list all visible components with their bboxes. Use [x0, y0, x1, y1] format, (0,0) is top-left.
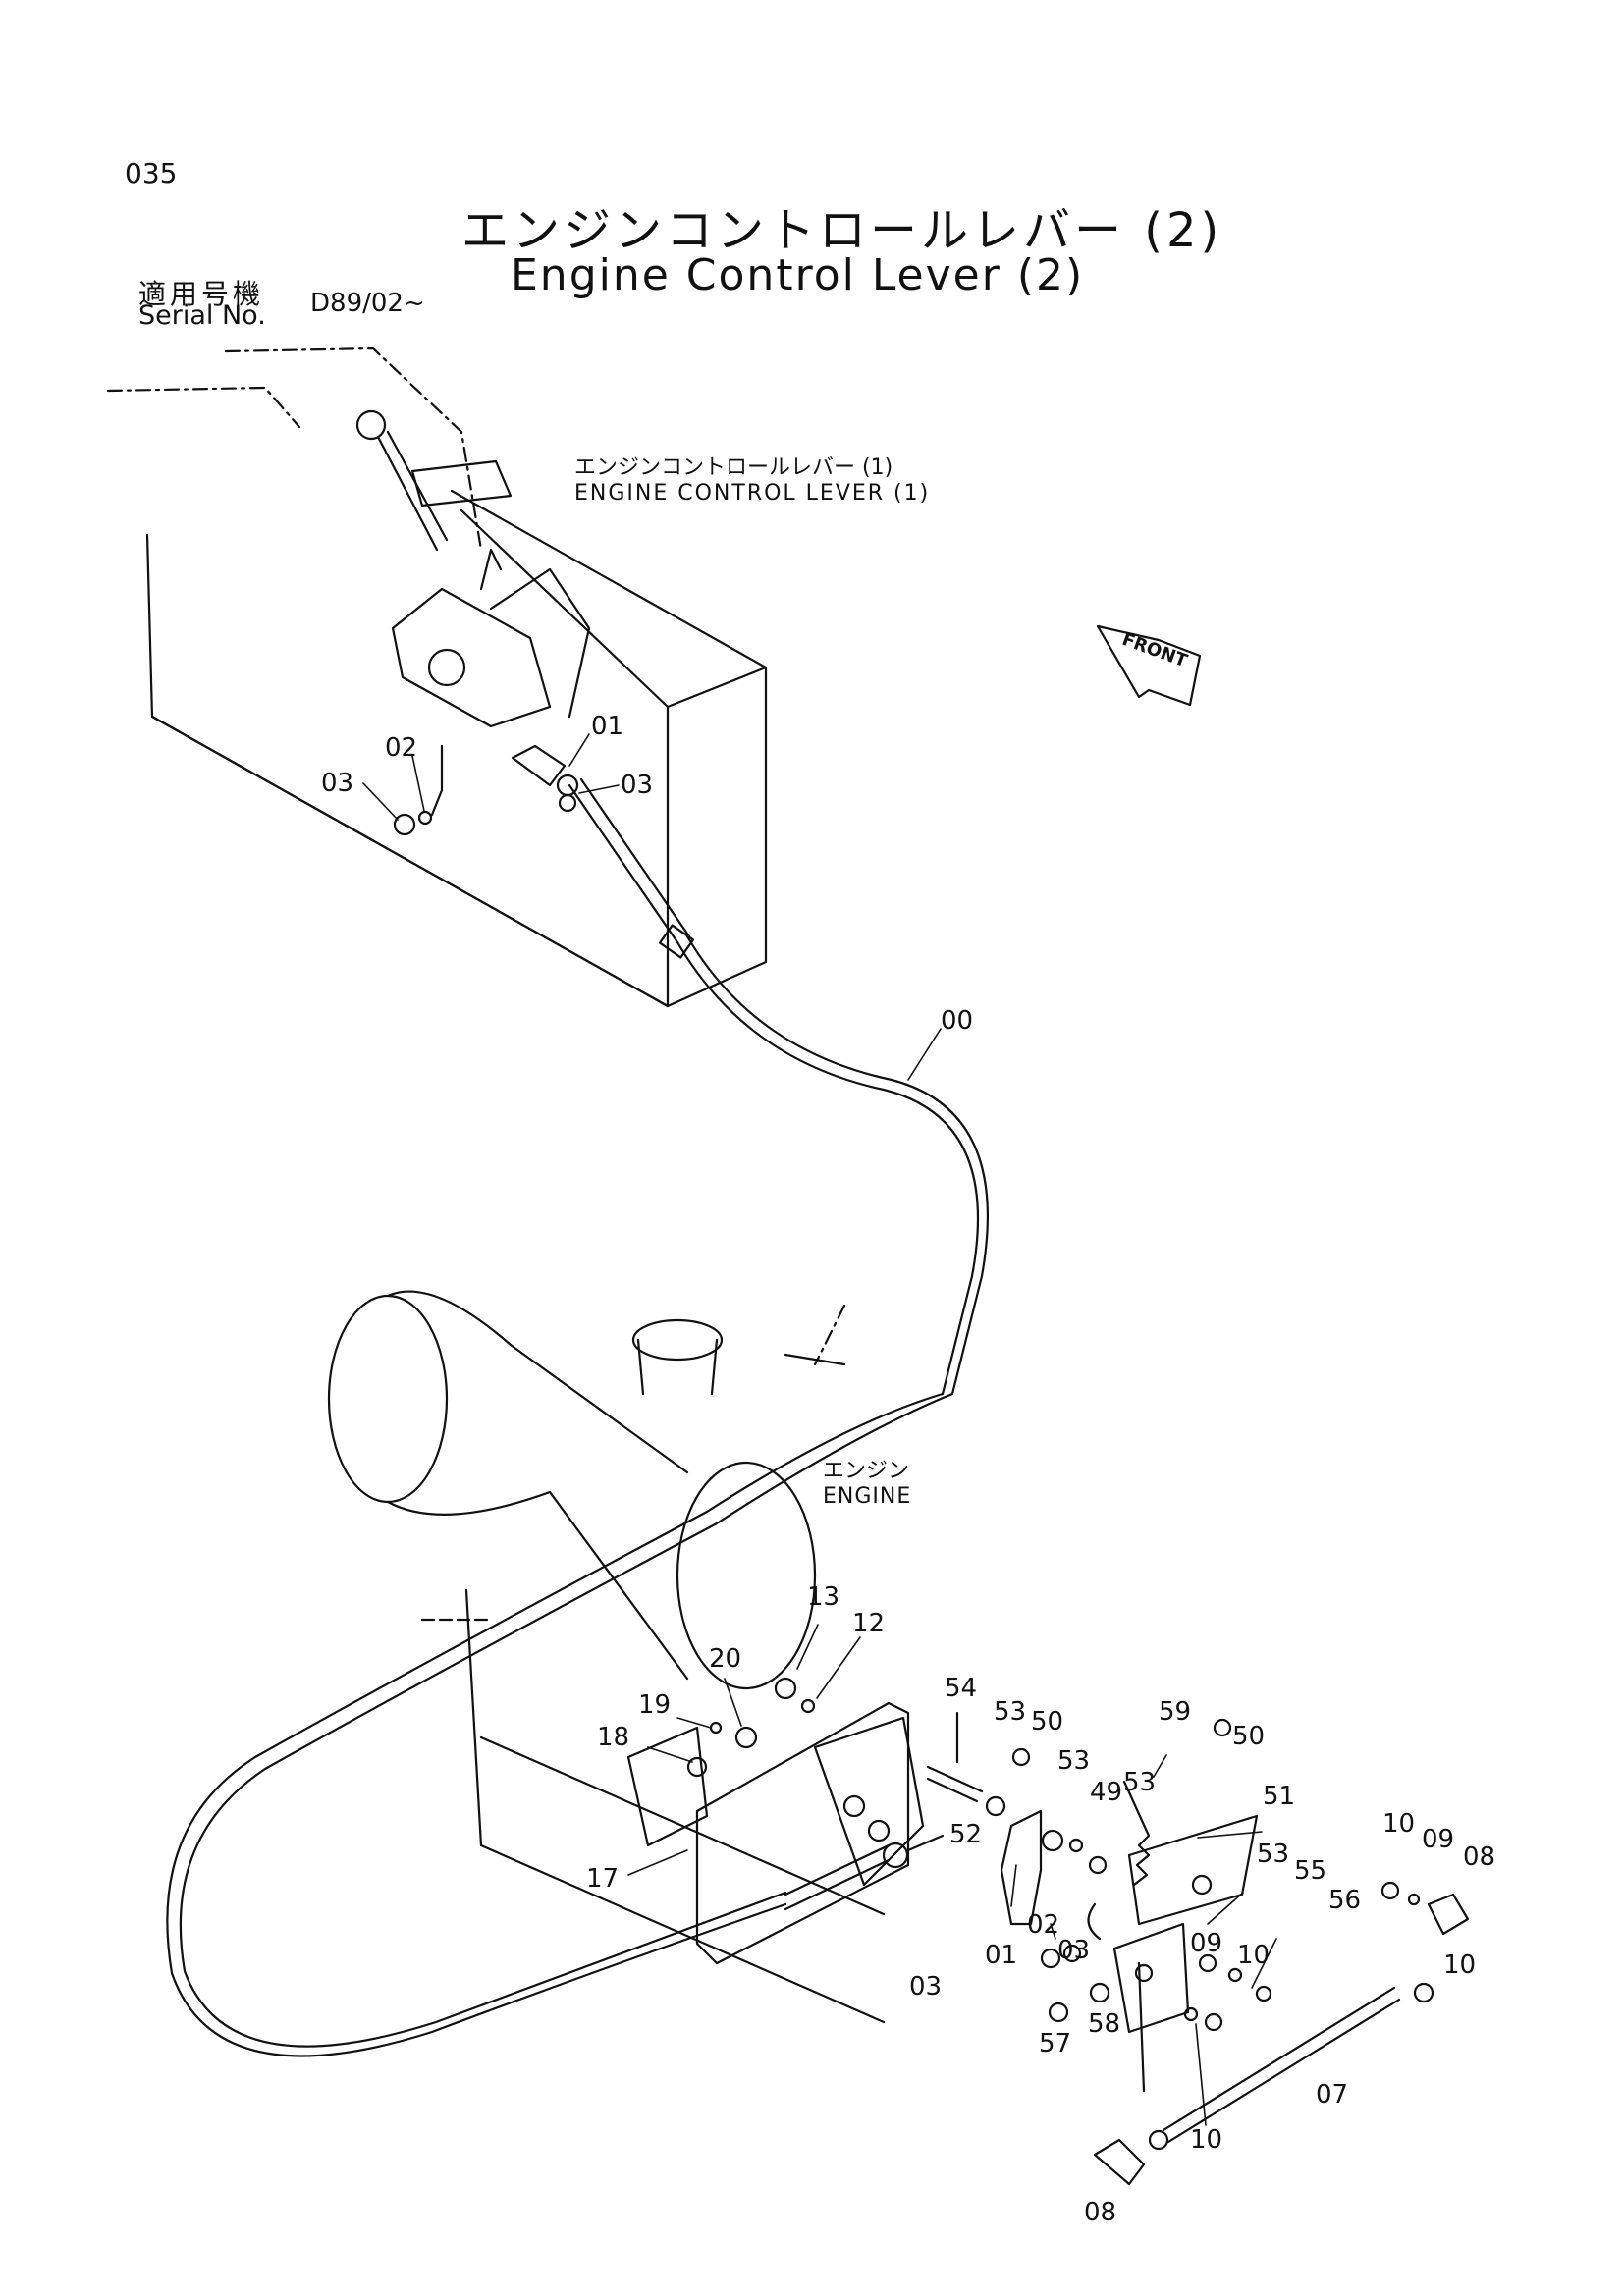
callout-53a: 53: [994, 1697, 1026, 1727]
callout-08b: 08: [1084, 2198, 1116, 2227]
engine-note-english: ENGINE: [823, 1484, 912, 1509]
callout-02a: 02: [385, 733, 417, 763]
callout-08a: 08: [1463, 1842, 1495, 1872]
callout-56: 56: [1328, 1886, 1361, 1915]
nut-washer-upper: [393, 744, 444, 836]
callout-18: 18: [597, 1723, 629, 1752]
callout-53b: 53: [1057, 1746, 1090, 1776]
cable-lower-loop: [166, 1392, 954, 2057]
callout-labels: 01 02 03 03 00 13 12 20 19 18 17 54 53 5…: [321, 629, 1495, 2227]
cable-threaded-end: [784, 1834, 945, 1911]
serial-label-english: Serial No.: [138, 300, 266, 331]
front-arrow-label: FRONT: [1119, 629, 1191, 672]
callout-20: 20: [709, 1644, 741, 1674]
bolt-54: [926, 1711, 984, 1803]
rod-07: [1162, 1986, 1401, 2144]
small-hardware: [709, 1677, 1434, 2151]
callout-57: 57: [1039, 2029, 1071, 2058]
callout-10a: 10: [1382, 1809, 1415, 1839]
engine-body: [327, 1290, 886, 2024]
callout-17: 17: [586, 1864, 619, 1894]
callout-50b: 50: [1232, 1722, 1265, 1751]
callout-07: 07: [1316, 2080, 1348, 2109]
callout-00: 00: [941, 1006, 973, 1036]
callout-03c: 03: [909, 1972, 942, 2002]
callout-53d: 53: [1257, 1840, 1289, 1869]
callout-12: 12: [852, 1609, 885, 1638]
return-spring-59: [1087, 1780, 1151, 1941]
callout-55: 55: [1294, 1856, 1326, 1886]
cable-upper: [568, 777, 989, 1396]
callout-53c: 53: [1123, 1768, 1156, 1797]
callout-13: 13: [807, 1582, 839, 1612]
callout-10d: 10: [1190, 2125, 1222, 2155]
callout-49: 49: [1090, 1778, 1122, 1807]
callout-51: 51: [1263, 1782, 1295, 1811]
link-lever-52: [1000, 1809, 1043, 1926]
title-english: Engine Control Lever (2): [511, 250, 1085, 300]
callout-03d: 03: [1057, 1936, 1090, 1965]
callout-10b: 10: [1443, 1950, 1476, 1980]
plate-51: [1112, 1814, 1259, 2093]
serial-label-japanese: 適用号機: [138, 278, 265, 310]
callout-54: 54: [945, 1674, 977, 1703]
reference-leaders: [106, 347, 483, 552]
page-number: 035: [125, 157, 178, 189]
callout-09b: 09: [1190, 1929, 1222, 1958]
ball-joint-08-lower: [1093, 2138, 1146, 2186]
callout-01b: 01: [985, 1941, 1017, 1970]
ball-joint-08-upper: [1427, 1893, 1470, 1936]
lever1-note-japanese: エンジンコントロールレバー (1): [574, 455, 893, 480]
callout-02b: 02: [1027, 1910, 1059, 1940]
callout-19: 19: [638, 1690, 671, 1720]
ball-joint-upper: [511, 744, 579, 813]
callout-10c: 10: [1237, 1941, 1270, 1970]
callout-52: 52: [949, 1820, 982, 1849]
callout-01a: 01: [591, 712, 623, 741]
control-lever: [355, 409, 591, 728]
callout-leaders: [362, 733, 1277, 2126]
callout-58: 58: [1088, 2009, 1120, 2039]
callout-09a: 09: [1422, 1825, 1454, 1854]
callout-03a: 03: [321, 769, 353, 798]
front-arrow-icon: [1096, 624, 1202, 707]
callout-59: 59: [1159, 1697, 1191, 1727]
callout-50a: 50: [1031, 1707, 1063, 1736]
engine-note-japanese: エンジン: [823, 1459, 910, 1483]
bracket-plate: [626, 1701, 925, 1965]
callout-03b: 03: [621, 771, 653, 800]
console-box: [145, 489, 768, 1008]
serial-value: D89/02~: [310, 289, 425, 318]
title-japanese: エンジンコントロールレバー (2): [461, 203, 1223, 258]
lever1-note-english: ENGINE CONTROL LEVER (1): [574, 481, 931, 506]
